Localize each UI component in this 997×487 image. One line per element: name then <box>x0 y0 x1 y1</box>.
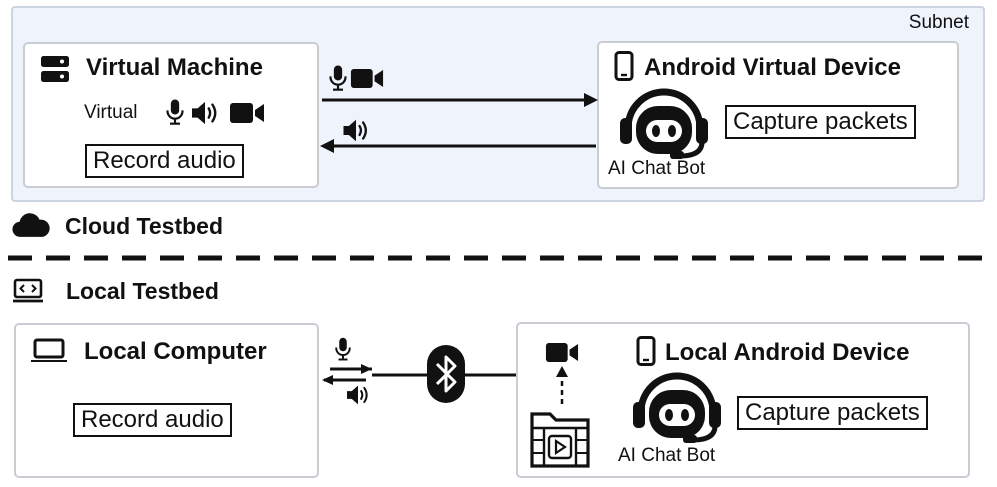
smartphone-icon <box>636 336 656 366</box>
capture-packets-label: Capture packets <box>725 105 916 139</box>
local-testbed-label: Local Testbed <box>66 278 219 304</box>
cloud-testbed-label: Cloud Testbed <box>65 213 224 239</box>
ai-chat-bot-label: AI Chat Bot <box>618 445 716 466</box>
virtual-machine-title: Virtual Machine <box>86 54 263 81</box>
ai-chat-bot-label: AI Chat Bot <box>608 158 706 179</box>
android-virtual-device-title: Android Virtual Device <box>644 54 901 81</box>
subnet-label: Subnet <box>908 12 969 33</box>
local-computer-title: Local Computer <box>84 338 267 365</box>
video-folder-icon <box>530 406 590 468</box>
capture-packets-label: Capture packets <box>737 396 928 430</box>
local-computer-card <box>14 323 319 478</box>
testbed-divider <box>8 255 992 261</box>
local-android-device-title: Local Android Device <box>665 339 910 366</box>
record-audio-label: Record audio <box>73 403 232 437</box>
record-audio-label: Record audio <box>85 144 244 178</box>
bluetooth-icon <box>427 345 465 403</box>
virtual-label: Virtual <box>84 102 138 123</box>
chatbot-headset-icon <box>627 364 727 444</box>
